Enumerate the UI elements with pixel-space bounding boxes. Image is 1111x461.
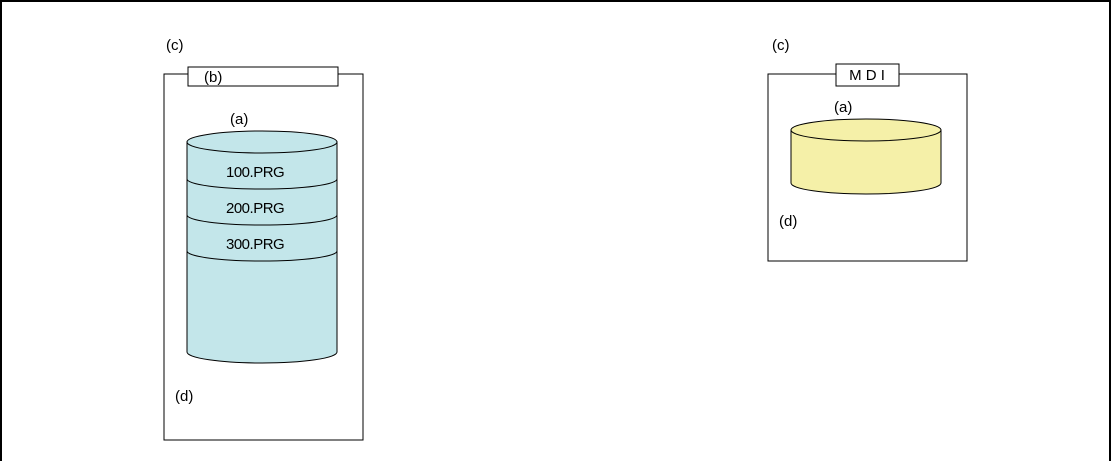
right-label-a: (a) (834, 99, 852, 116)
left-cylinder-divider-1 (186, 178, 338, 190)
left-tab-b (187, 66, 339, 87)
left-storage-diagram: (c) (b) (a) 100.PRG 200.PRG 300.PRG (d) (163, 37, 364, 441)
right-mdi-diagram: (c) M D I (a) (d) (767, 37, 968, 262)
right-label-c: (c) (772, 37, 790, 54)
right-tab-label: M D I (849, 67, 885, 84)
left-label-a: (a) (230, 111, 248, 128)
right-cylinder-body (790, 129, 942, 195)
right-cylinder (790, 118, 942, 195)
right-label-d: (d) (779, 213, 797, 230)
program-300-label: 300.PRG (226, 236, 284, 253)
left-cylinder-top (186, 130, 338, 154)
left-cylinder-divider-3 (186, 250, 338, 262)
program-200-label: 200.PRG (226, 200, 284, 217)
left-cylinder-divider-2 (186, 214, 338, 226)
left-cylinder: 100.PRG 200.PRG 300.PRG (186, 130, 338, 364)
left-label-c: (c) (166, 37, 184, 54)
right-cylinder-top (790, 118, 942, 142)
right-tab-mdi (835, 63, 900, 87)
program-100-label: 100.PRG (226, 164, 284, 181)
left-label-d: (d) (175, 388, 193, 405)
left-cylinder-body (186, 141, 338, 364)
left-label-b: (b) (204, 69, 222, 86)
